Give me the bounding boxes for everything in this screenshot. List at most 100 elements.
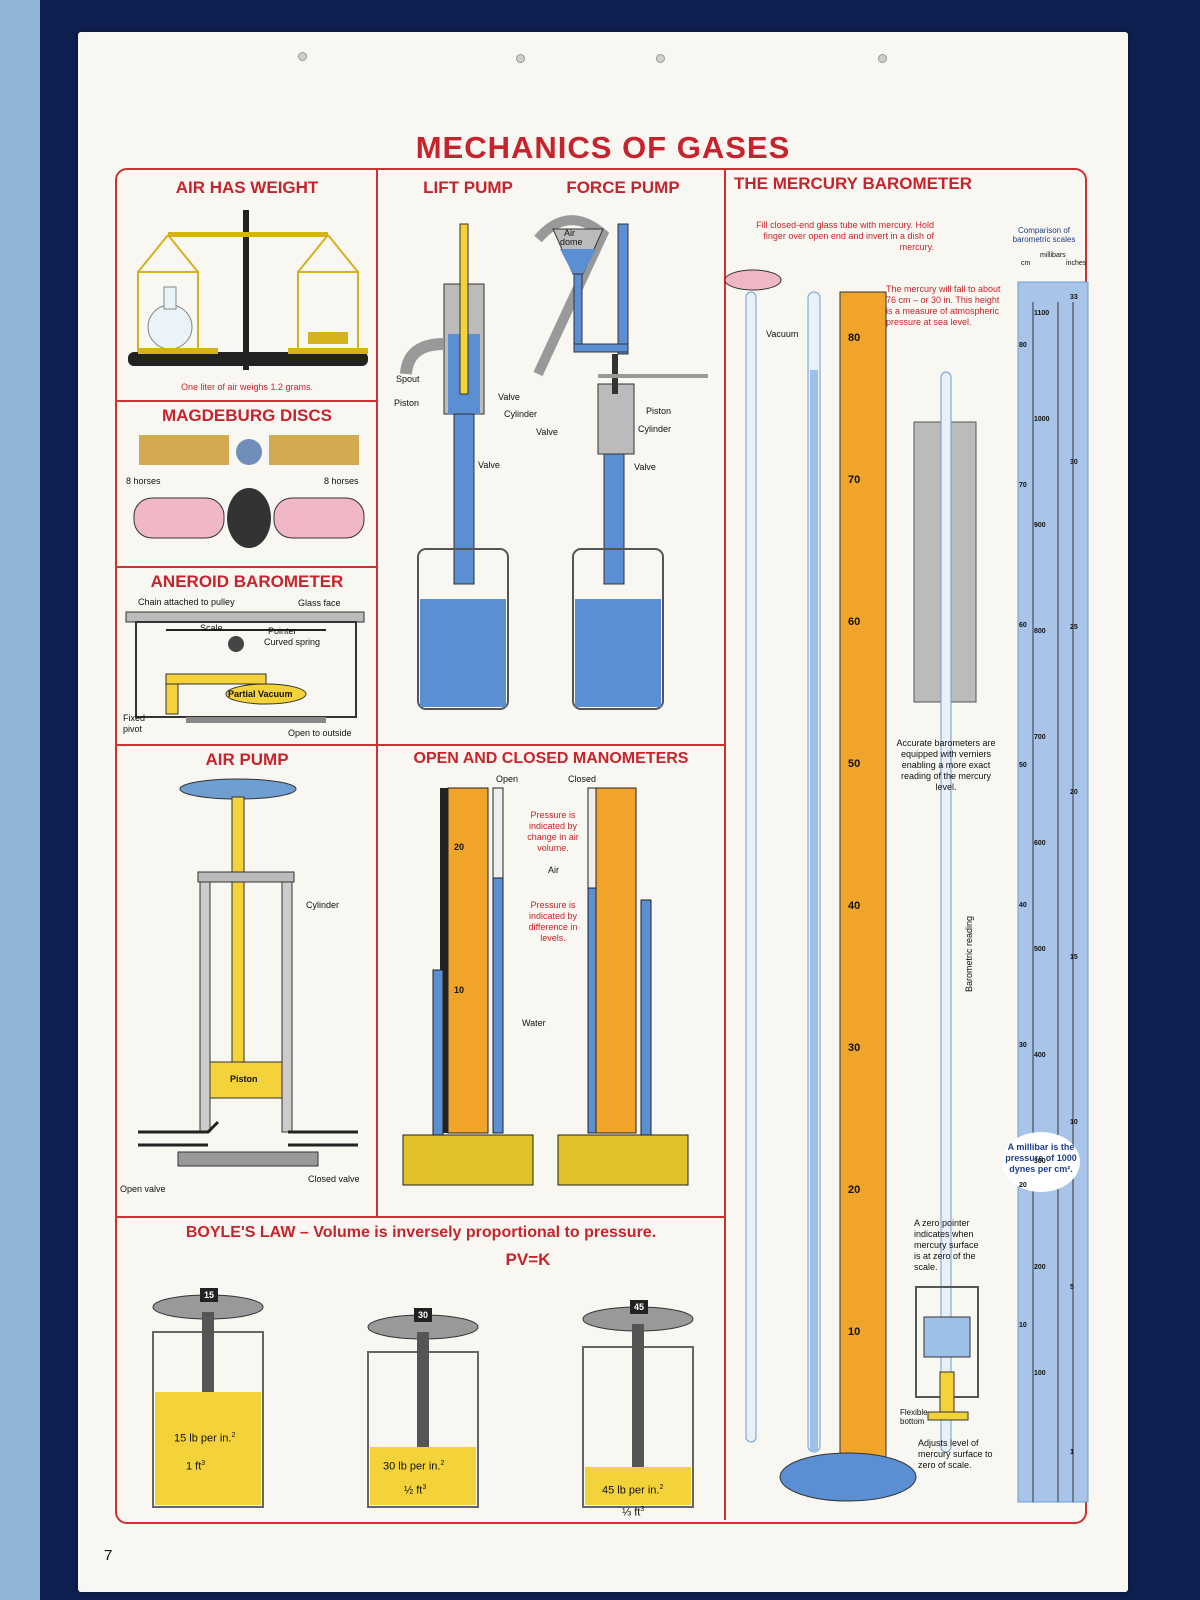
millibar-scale-mark: 600: [1034, 840, 1046, 847]
fill-note: Fill closed-end glass tube with mercury.…: [756, 220, 934, 252]
closed-label: Closed: [568, 774, 597, 784]
cm-scale-mark: 60: [1019, 622, 1027, 629]
inch-scale-mark: 25: [1070, 624, 1078, 631]
pressure-45-label: 45 lb per in.2: [602, 1484, 664, 1497]
force-valve-label: Valve: [536, 427, 558, 437]
divider: [115, 1216, 726, 1218]
aneroid-spring-label: Curved spring: [264, 637, 321, 647]
punch-hole: [298, 52, 307, 61]
aneroid-scale-label: Scale: [200, 623, 223, 633]
punch-hole: [656, 54, 665, 63]
manometer-note-levels: Pressure is indicated by difference in l…: [528, 900, 578, 943]
aneroid-heading: ANEROID BAROMETER: [150, 572, 344, 591]
manometers-heading: OPEN AND CLOSED MANOMETERS: [413, 750, 689, 767]
open-label: Open: [496, 774, 519, 784]
manometer-mark-20: 20: [454, 842, 465, 852]
lift-pump-heading: LIFT PUMP: [423, 178, 513, 197]
air-pump-cylinder-label: Cylinder: [306, 900, 340, 910]
weight-15: 15: [200, 1288, 219, 1302]
manometers-illustration: [402, 787, 689, 1186]
force-lower-valve-label: Valve: [634, 462, 656, 472]
cm-scale-mark: 30: [1019, 1042, 1027, 1049]
ruler-mark: 30: [848, 1042, 861, 1054]
millibar-scale-mark: 300: [1034, 1158, 1046, 1165]
page-title: MECHANICS OF GASES: [415, 130, 791, 165]
punch-hole: [516, 54, 525, 63]
open-valve-label: Open valve: [120, 1184, 166, 1194]
force-pump-heading: FORCE PUMP: [566, 178, 680, 197]
air-pump-heading: AIR PUMP: [205, 750, 289, 769]
fall-note: The mercury will fall to about 76 cm – o…: [886, 284, 1001, 327]
manometer-note-air-volume: Pressure is indicated by change in air v…: [527, 810, 579, 853]
ruler-mark: 80: [848, 332, 861, 344]
vacuum-label: Vacuum: [766, 329, 799, 339]
volume-half-label: ½ ft3: [404, 1484, 427, 1497]
aneroid-fixed-label: Fixed: [123, 713, 146, 723]
air-weight-heading: AIR HAS WEIGHT: [175, 178, 319, 197]
pumps-illustration: [400, 215, 708, 710]
millibar-scale-mark: 100: [1034, 1370, 1046, 1377]
aneroid-glass-label: Glass face: [298, 598, 341, 608]
cm-scale-mark: 20: [1019, 1182, 1027, 1189]
force-piston-label: Piston: [646, 406, 672, 416]
lift-cylinder-label: Cylinder: [504, 409, 538, 419]
millibar-scale-mark: 400: [1034, 1052, 1046, 1059]
millibar-scale-mark: 700: [1034, 734, 1046, 741]
manometer-air-label: Air: [548, 865, 559, 875]
closed-valve-label: Closed valve: [308, 1174, 360, 1184]
magdeburg-illustration: [133, 435, 365, 548]
air-weight-caption: One liter of air weighs 1.2 grams.: [180, 382, 314, 392]
vernier-note: Accurate barometers are equipped with ve…: [896, 738, 996, 792]
millibar-scale-mark: 1000: [1034, 416, 1050, 423]
aneroid-illustration: [125, 611, 365, 723]
inch-scale-mark: 5: [1070, 1284, 1074, 1291]
dome-label: dome: [560, 237, 583, 247]
page-number: 7: [104, 1547, 113, 1564]
millibar-scale-mark: 1100: [1034, 310, 1050, 317]
scale-col-cm: cm: [1021, 260, 1031, 267]
background-edge: [0, 0, 40, 1600]
inch-scale-mark: 30: [1070, 459, 1078, 466]
ruler-mark: 10: [848, 1326, 861, 1338]
ruler-mark: 20: [848, 1184, 861, 1196]
spout-label: Spout: [396, 374, 420, 384]
inch-scale-mark: 1: [1070, 1449, 1074, 1456]
zero-pointer-note: A zero pointer indicates when mercury su…: [914, 1218, 979, 1272]
magdeburg-right-label: 8 horses: [324, 476, 359, 486]
air-pump-illustration: [138, 778, 358, 1167]
boyle-formula: PV=K: [505, 1250, 551, 1269]
cm-scale-mark: 10: [1019, 1322, 1027, 1329]
aneroid-open-label: Open to outside: [288, 728, 352, 738]
aneroid-vacuum-label: Partial Vacuum: [228, 689, 293, 699]
cm-scale-mark: 80: [1019, 342, 1027, 349]
magdeburg-left-label: 8 horses: [126, 476, 161, 486]
cm-scale-mark: 40: [1019, 902, 1027, 909]
volume-1-label: 1 ft3: [186, 1460, 206, 1473]
boyle-heading: BOYLE'S LAW – Volume is inversely propor…: [185, 1224, 657, 1241]
divider: [115, 744, 726, 746]
inch-scale-mark: 33: [1070, 294, 1078, 301]
barometric-reading-label: Barometric reading: [964, 915, 974, 992]
millibar-note: A millibar is the pressure of 1000 dynes…: [1002, 1132, 1080, 1192]
cm-scale-mark: 70: [1019, 482, 1027, 489]
inch-scale-mark: 15: [1070, 954, 1078, 961]
barometer-heading: THE MERCURY BAROMETER: [733, 174, 972, 193]
scale-col-millibars: millibars: [1040, 252, 1066, 259]
magdeburg-heading: MAGDEBURG DISCS: [161, 406, 332, 425]
pressure-15-label: 15 lb per in.2: [174, 1432, 236, 1445]
air-label: Air: [564, 228, 575, 238]
lift-piston-label: Piston: [394, 398, 420, 408]
boyle-illustration: [152, 1294, 694, 1508]
divider: [376, 168, 378, 1218]
volume-third-label: ⅓ ft3: [622, 1506, 645, 1519]
divider: [115, 400, 376, 402]
millibar-scale-mark: 800: [1034, 628, 1046, 635]
manometer-water-label: Water: [522, 1018, 546, 1028]
weight-30: 30: [414, 1308, 433, 1322]
flexible-bottom-label: Flexible bottom: [900, 1408, 928, 1426]
lift-lower-valve-label: Valve: [478, 460, 500, 470]
lift-valve-label: Valve: [498, 392, 520, 402]
inch-scale-mark: 20: [1070, 789, 1078, 796]
poster: MECHANICS OF GASES AIR HAS WEIGHT One li…: [78, 32, 1128, 1592]
aneroid-pivot-label: pivot: [123, 724, 143, 734]
